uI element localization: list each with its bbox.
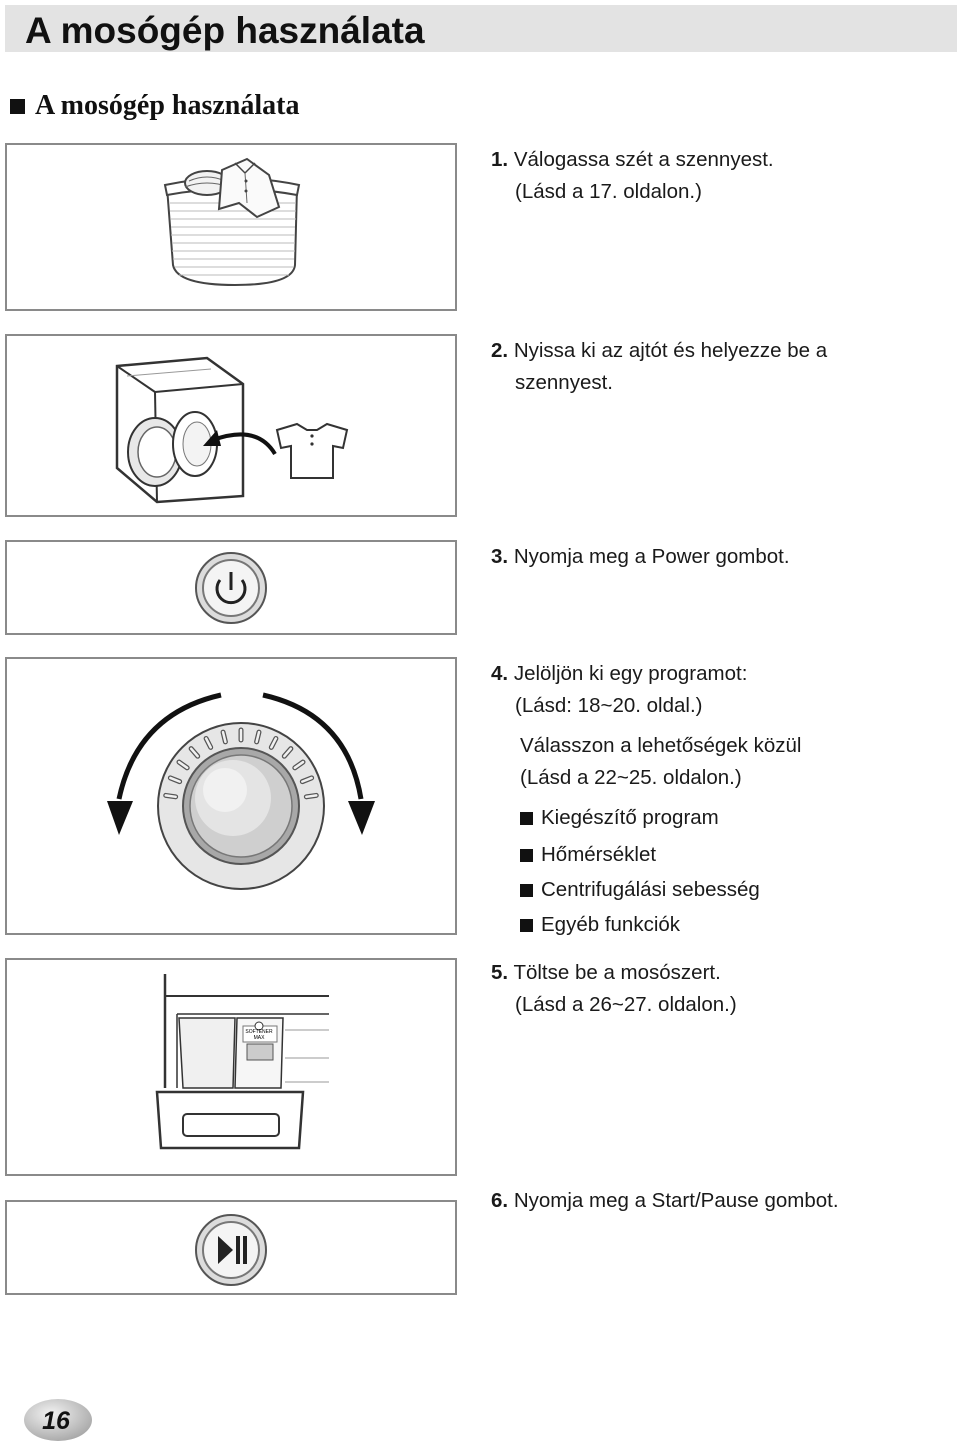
step-number: 2.	[491, 339, 509, 362]
square-bullet-icon	[520, 918, 533, 932]
dial-tick-highlight	[204, 737, 212, 749]
dial-tick-highlight	[301, 776, 313, 783]
option-item: Egyéb funkciók	[520, 913, 680, 937]
start-pause-button-icon	[195, 1214, 267, 1286]
dial-tick-highlight	[189, 747, 199, 758]
step-ref: (Lásd: 18~20. oldal.)	[515, 694, 703, 717]
illustration-frame-basket	[5, 143, 457, 311]
dial-tick-highlight	[305, 794, 318, 799]
dial-tick-highlight	[293, 760, 305, 770]
step-text: Töltse be a mosószert.	[513, 961, 721, 984]
page-number: 16	[42, 1407, 71, 1435]
step-1: 1. Válogassa szét a szennyest. (Lásd a 1…	[491, 144, 774, 208]
step-text: Nyissa ki az ajtót és helyezze be a	[513, 339, 828, 362]
step-text: Jelöljön ki egy programot:	[513, 662, 748, 685]
laundry-basket-icon	[163, 157, 301, 287]
step-text: Nyomja meg a Start/Pause gombot.	[513, 1189, 839, 1212]
washing-machine-icon	[115, 356, 349, 504]
step-text: Nyomja meg a Power gombot.	[513, 545, 790, 568]
step-number: 5.	[491, 961, 509, 984]
dial-tick-highlight	[177, 760, 189, 770]
square-bullet-icon	[520, 811, 533, 825]
illustration-frame-power	[5, 540, 457, 635]
program-dial-icon	[107, 692, 375, 890]
dial-tick-highlight	[221, 730, 227, 744]
dial-tick-highlight	[283, 747, 293, 758]
dial-tick-highlight	[255, 730, 261, 744]
step-3: 3. Nyomja meg a Power gombot.	[491, 541, 790, 573]
dial-ticks	[163, 727, 319, 800]
step-6: 6. Nyomja meg a Start/Pause gombot.	[491, 1185, 839, 1217]
step-4: 4. Jelöljön ki egy programot: (Lásd: 18~…	[491, 658, 802, 794]
illustration-frame-dial	[5, 657, 457, 935]
step-text-options: Válasszon a lehetőségek közül	[520, 734, 802, 757]
softener-max-label: MAX	[254, 1035, 266, 1041]
step-number: 6.	[491, 1189, 509, 1212]
page-number-badge: 16	[22, 1396, 98, 1451]
square-bullet-icon	[10, 98, 25, 114]
header-bar: A mosógép használata	[5, 5, 957, 52]
step-number: 1.	[491, 148, 509, 171]
dial-tick-highlight	[270, 737, 278, 749]
illustration-frame-drawer: SOFTENER MAX	[5, 958, 457, 1176]
step-5: 5. Töltse be a mosószert. (Lásd a 26~27.…	[491, 957, 737, 1021]
step-text-cont: szennyest.	[515, 371, 613, 394]
square-bullet-icon	[520, 848, 533, 862]
dial-tick-highlight	[164, 794, 177, 799]
step-ref: (Lásd a 26~27. oldalon.)	[515, 993, 737, 1016]
section-heading: A mosógép használata	[10, 86, 299, 126]
step-number: 3.	[491, 545, 509, 568]
illustration-frame-start	[5, 1200, 457, 1295]
softener-label: SOFTENER	[245, 1029, 273, 1035]
option-item: Centrifugálási sebesség	[520, 878, 760, 902]
dial-tick-highlight	[169, 776, 181, 783]
step-text: Válogassa szét a szennyest.	[513, 148, 774, 171]
illustration-frame-washer	[5, 334, 457, 517]
option-item: Kiegészítő program	[520, 806, 719, 830]
step-2: 2. Nyissa ki az ajtót és helyezze be a s…	[491, 335, 827, 399]
detergent-drawer-icon: SOFTENER MAX	[155, 974, 329, 1150]
step-ref-options: (Lásd a 22~25. oldalon.)	[520, 766, 742, 789]
option-item: Hőmérséklet	[520, 843, 656, 867]
page-title: A mosógép használata	[25, 10, 425, 51]
square-bullet-icon	[520, 883, 533, 897]
step-number: 4.	[491, 662, 509, 685]
section-title: A mosógép használata	[35, 90, 300, 121]
step-ref: (Lásd a 17. oldalon.)	[515, 180, 702, 203]
power-button-icon	[195, 552, 267, 624]
